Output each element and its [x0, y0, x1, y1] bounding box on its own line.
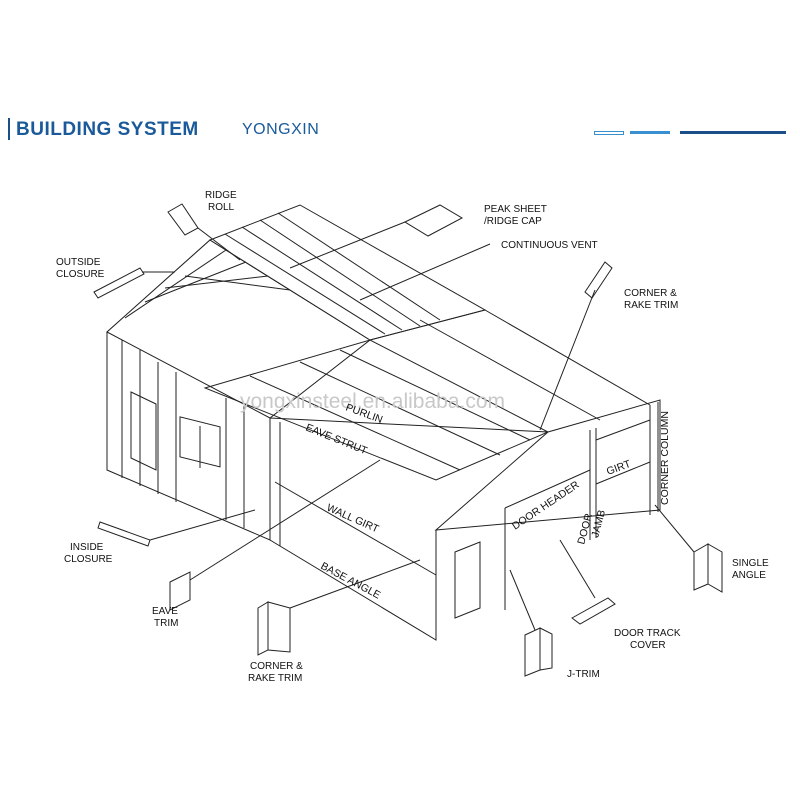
j-trim-flange: [539, 627, 553, 671]
rafter-line: [484, 309, 651, 406]
label-inside-closure-1: INSIDE: [70, 542, 104, 553]
label-corner-rake-trim-bottom-2: RAKE TRIM: [248, 673, 302, 684]
label-continuous-vent: CONTINUOUS VENT: [501, 240, 598, 251]
header-rule-long: [680, 131, 786, 134]
label-single-angle-2: ANGLE: [732, 570, 766, 581]
leader-j-trim: [509, 569, 536, 631]
ridge-roll-part: [167, 203, 199, 236]
single-angle-flange: [707, 543, 723, 593]
roof-panel-seam: [144, 261, 247, 303]
page-title: BUILDING SYSTEM: [16, 119, 199, 140]
header-rule-short: [594, 131, 624, 135]
roof-panel-seam: [164, 275, 269, 289]
leader-corner-rake-trim-top: [539, 289, 596, 431]
leader-ridge-roll: [197, 227, 241, 261]
label-j-trim: J-TRIM: [567, 669, 600, 680]
purlin-line: [299, 361, 501, 456]
label-peak-sheet-1: PEAK SHEET: [484, 204, 547, 215]
label-eave-trim-1: EAVE: [152, 606, 178, 617]
eave-trim-part: [169, 571, 191, 611]
label-peak-sheet-2: /RIDGE CAP: [484, 216, 542, 227]
j-trim-part: [524, 627, 541, 677]
leader-inside-closure: [149, 509, 256, 541]
corner-rake-trim-bottom-part: [257, 601, 269, 656]
label-corner-column: CORNER COLUMN: [659, 411, 671, 505]
roof-panel-seam: [277, 212, 441, 321]
rafter-line: [419, 319, 601, 421]
label-ridge-roll-2: ROLL: [208, 202, 235, 213]
right-gable-front: [434, 399, 661, 531]
corner-rake-trim-bottom-flange: [267, 601, 291, 653]
front-wall-door: [454, 541, 481, 619]
front-long-wall: [269, 417, 549, 641]
leader-continuous-vent: [359, 243, 491, 301]
brand-name: YONGXIN: [242, 121, 320, 138]
roof-panel-seam: [184, 275, 291, 291]
roof-panel-seam: [241, 226, 403, 331]
header-rule-medium: [630, 131, 670, 134]
leader-corner-rake-trim-bottom: [289, 559, 421, 609]
watermark-text: yongxinsteel.en.alibaba.com: [240, 390, 505, 413]
leader-eave-trim: [189, 459, 381, 581]
single-angle-part: [693, 543, 709, 591]
header-accent-bar: [8, 118, 10, 140]
purlin-line: [339, 349, 531, 441]
label-outside-closure-1: OUTSIDE: [56, 257, 101, 268]
inside-closure-part: [97, 521, 151, 547]
label-door-track-cover-1: DOOR TRACK: [614, 628, 681, 639]
label-ridge-roll-1: RIDGE: [205, 190, 237, 201]
label-corner-rake-trim-bottom-1: CORNER &: [250, 661, 303, 672]
door-track-cover-part: [571, 597, 616, 625]
girt-line: [595, 419, 651, 441]
girt-line: [595, 461, 651, 485]
outside-closure-part: [93, 267, 145, 299]
leader-single-angle: [654, 504, 695, 553]
roof-panel-seam: [259, 219, 421, 327]
purlin-line: [249, 375, 461, 471]
label-single-angle-1: SINGLE: [732, 558, 769, 569]
leader-door-track-cover: [559, 539, 596, 599]
label-door-track-cover-2: COVER: [630, 640, 666, 651]
left-wall-door: [130, 391, 157, 471]
door-header-line: [504, 469, 591, 509]
label-eave-trim-2: TRIM: [154, 618, 178, 629]
corner-rake-trim-top-part: [584, 261, 613, 299]
leader-peak-sheet: [289, 221, 406, 269]
roof-panel-seam: [124, 249, 227, 319]
label-inside-closure-2: CLOSURE: [64, 554, 113, 565]
label-corner-rake-trim-top-2: RAKE TRIM: [624, 300, 678, 311]
rafter-line: [369, 309, 486, 341]
wall-girt-line: [274, 481, 437, 576]
roof-panel-seam: [224, 233, 386, 335]
peak-sheet-part: [403, 204, 464, 237]
label-corner-rake-trim-top-1: CORNER &: [624, 288, 677, 299]
label-outside-closure-2: CLOSURE: [56, 269, 105, 280]
